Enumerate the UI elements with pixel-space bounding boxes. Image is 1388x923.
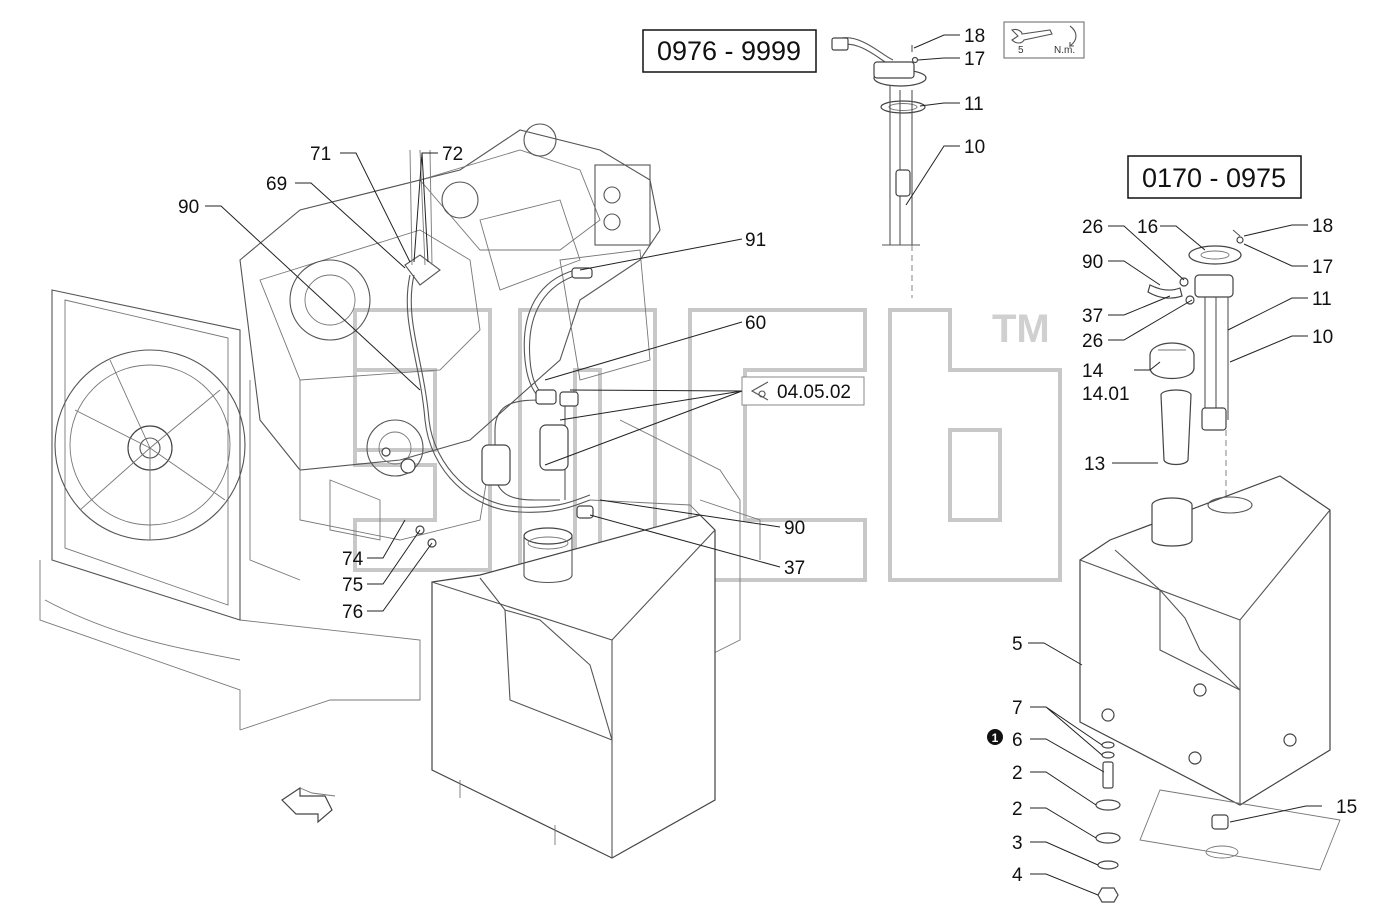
label-90-right: 90 (1082, 252, 1103, 273)
label-13: 13 (1084, 454, 1105, 475)
label-17-upper: 17 (964, 49, 985, 70)
label-75: 75 (342, 575, 363, 596)
label-15: 15 (1336, 797, 1357, 818)
label-91: 91 (745, 230, 766, 251)
fuel-lines (381, 149, 594, 548)
label-11-upper: 11 (964, 94, 984, 115)
label-10-right: 10 (1312, 327, 1333, 348)
label-76: 76 (342, 602, 363, 623)
torque-value: 5 (1018, 45, 1024, 56)
watermark: TM (353, 307, 1062, 582)
watermark-trademark: TM (992, 307, 1050, 351)
label-6: 6 (1012, 730, 1023, 751)
label-18-upper: 18 (964, 26, 985, 47)
label-90-left: 90 (178, 197, 199, 218)
wrench-icon (1010, 28, 1053, 44)
label-14: 14 (1082, 361, 1104, 382)
direction-arrow (281, 786, 336, 824)
serial-box-right: 0170 - 0975 (1127, 155, 1302, 199)
label-71: 71 (310, 144, 331, 165)
fuel-tank-left (431, 499, 716, 859)
label-16: 16 (1137, 217, 1158, 238)
label-10-upper: 10 (964, 137, 985, 158)
label-69: 69 (266, 174, 287, 195)
serial-range-right: 0170 - 0975 (1142, 163, 1286, 193)
torque-unit: N.m. (1054, 45, 1075, 56)
label-72: 72 (442, 144, 463, 165)
label-5: 5 (1012, 634, 1023, 655)
radiator-fan-assembly (39, 289, 421, 731)
note-marker-number: 1 (992, 731, 999, 745)
torque-callout: 5 N.m. (1003, 21, 1085, 59)
callout-labels: 71 72 69 90 91 60 90 37 74 75 76 18 17 1… (178, 26, 1357, 886)
label-2-lower: 2 (1012, 799, 1023, 820)
label-14-01: 14.01 (1082, 384, 1130, 405)
label-4: 4 (1012, 865, 1023, 886)
rotation-arrow-icon (1068, 25, 1077, 47)
view-eye-icon (750, 381, 769, 401)
label-18-right: 18 (1312, 216, 1333, 237)
fuel-sender-upper (831, 37, 927, 298)
label-60: 60 (745, 313, 766, 334)
label-74: 74 (342, 549, 364, 570)
label-17-right: 17 (1312, 257, 1333, 278)
reference-code: 04.05.02 (777, 382, 851, 403)
serial-range-upper: 0976 - 9999 (657, 36, 801, 66)
reference-callout: 04.05.02 (741, 376, 865, 406)
label-90-center: 90 (784, 518, 805, 539)
label-2-upper: 2 (1012, 763, 1023, 784)
label-11-right: 11 (1312, 289, 1332, 310)
mounting-hardware (1095, 741, 1121, 903)
label-37-center: 37 (784, 558, 805, 579)
fuel-sender-right (1147, 229, 1244, 500)
label-3: 3 (1012, 833, 1023, 854)
label-7: 7 (1012, 698, 1023, 719)
leader-lines (205, 34, 1322, 896)
label-37-right: 37 (1082, 306, 1103, 327)
serial-box-upper: 0976 - 9999 (642, 29, 817, 73)
label-26-bottom: 26 (1082, 331, 1103, 352)
note-marker: 1 (987, 729, 1003, 745)
label-26-top: 26 (1082, 217, 1103, 238)
fuel-tank-right (1079, 342, 1341, 871)
engine-assembly (239, 123, 761, 661)
